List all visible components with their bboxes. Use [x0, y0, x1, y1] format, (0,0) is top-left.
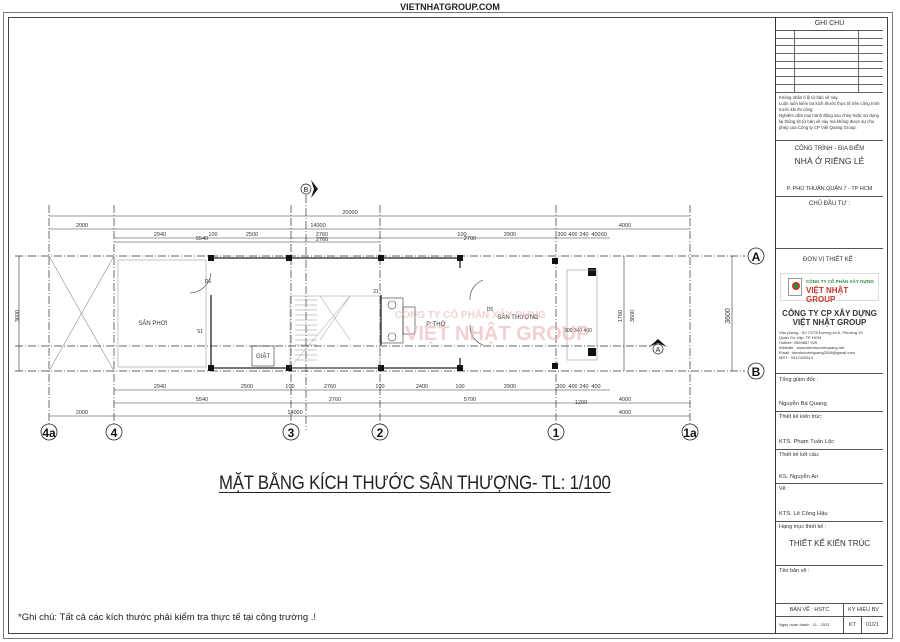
architect-section: Thiết kế kiến trúc: KTS. Phạm Tuấn Lộc [776, 412, 883, 450]
svg-text:2500: 2500 [246, 232, 258, 238]
svg-text:2700: 2700 [464, 236, 476, 242]
svg-text:400: 400 [568, 384, 577, 390]
room-p-tho: P. THỜ [426, 321, 446, 328]
completion-row: Ngày hoàn thành : 11 - 2023 KT 01/21 [776, 617, 883, 633]
svg-text:3: 3 [288, 426, 295, 440]
category-section: Hạng mục thiết kế : THIẾT KẾ KIẾN TRÚC [776, 522, 883, 566]
svg-text:240: 240 [579, 384, 588, 390]
svg-text:2000: 2000 [76, 223, 88, 229]
svg-text:4a: 4a [42, 426, 56, 440]
svg-text:2760: 2760 [329, 397, 341, 403]
inner-frame [8, 17, 888, 634]
project-section: CÔNG TRÌNH - ĐỊA ĐIỂM NHÀ Ở RIÊNG LẺ P. … [776, 141, 883, 197]
company-logo: CÔNG TY CỔ PHẦN XÂY DỰNG VIỆT NHẬT GROUP [780, 273, 879, 304]
svg-text:2400: 2400 [416, 384, 428, 390]
svg-text:21: 21 [373, 289, 379, 295]
svg-text:300: 300 [557, 232, 566, 238]
director-section: Tổng giám đốc : Nguyễn Bá Quang [776, 374, 883, 412]
sheet-name-section: Tên bản vẽ : [776, 566, 883, 604]
svg-text:100: 100 [455, 384, 464, 390]
svg-text:400: 400 [591, 384, 600, 390]
svg-text:2: 2 [377, 426, 384, 440]
svg-text:2500: 2500 [241, 384, 253, 390]
svg-text:CÔNG TY CỔ PHẦN XÂY DỰNG: CÔNG TY CỔ PHẦN XÂY DỰNG [395, 308, 546, 321]
svg-text:2760: 2760 [324, 384, 336, 390]
svg-text:2940: 2940 [154, 384, 166, 390]
svg-text:2760: 2760 [316, 232, 328, 238]
svg-text:60: 60 [601, 232, 607, 238]
svg-text:14000: 14000 [287, 410, 302, 416]
svg-text:3600: 3600 [630, 310, 636, 322]
svg-text:1: 1 [553, 426, 560, 440]
svg-text:2900: 2900 [504, 384, 516, 390]
svg-text:14000: 14000 [310, 223, 325, 229]
svg-text:100: 100 [457, 232, 466, 238]
room-giat: GIẶT [256, 353, 270, 360]
svg-text:2000: 2000 [76, 410, 88, 416]
investor-section: CHỦ ĐẦU TƯ : [776, 197, 883, 249]
svg-text:1760: 1760 [618, 310, 624, 322]
svg-text:B: B [752, 365, 761, 379]
svg-text:D5: D5 [487, 307, 494, 313]
svg-text:A: A [752, 250, 761, 264]
svg-text:5540: 5540 [196, 236, 208, 242]
svg-text:400: 400 [568, 232, 577, 238]
grid-lines [15, 195, 745, 430]
room-san-phoi: SÂN PHƠI [138, 320, 167, 327]
drawn-section: Vẽ : KTS. Lê Công Hậu [776, 484, 883, 522]
notes-header: GHI CHÚ [776, 17, 883, 31]
dim-overall: 20000 [342, 210, 357, 216]
svg-text:100: 100 [375, 384, 384, 390]
site-header: VIETNHATGROUP.COM [400, 2, 500, 12]
notes-grid [776, 31, 883, 93]
svg-text:VIỆT NHẬT GROUP: VIỆT NHẬT GROUP [405, 321, 589, 345]
svg-text:4000: 4000 [619, 223, 631, 229]
svg-text:S1: S1 [197, 329, 203, 335]
svg-text:300: 300 [556, 384, 565, 390]
svg-text:D6: D6 [205, 279, 212, 285]
svg-text:1a: 1a [683, 426, 697, 440]
outer-frame [3, 12, 893, 639]
svg-text:100: 100 [208, 232, 217, 238]
structure-section: Thiết kế kết cấu: KS. Nguyễn An [776, 450, 883, 484]
footnote: *Ghi chú: Tất cả các kích thước phải kiể… [18, 612, 317, 623]
sheet-type-row: BẢN VẼ : HSTC KÝ HIỆU BV [776, 604, 883, 617]
svg-text:B: B [304, 187, 309, 194]
svg-text:5700: 5700 [464, 397, 476, 403]
svg-text:400: 400 [591, 232, 600, 238]
svg-text:1200: 1200 [575, 400, 587, 406]
svg-text:300 340 400: 300 340 400 [564, 328, 592, 334]
svg-text:4000: 4000 [619, 397, 631, 403]
svg-text:5540: 5540 [196, 397, 208, 403]
svg-text:4: 4 [111, 426, 118, 440]
svg-text:2900: 2900 [504, 232, 516, 238]
svg-text:A: A [656, 347, 661, 354]
notes-text: Không nhân tỉ lệ từ bản vẽ này. Luôn luô… [776, 93, 883, 141]
drawing-title: MẶT BẰNG KÍCH THƯỚC SÂN THƯỢNG- TL: 1/10… [219, 473, 611, 494]
svg-text:2940: 2940 [154, 232, 166, 238]
room-san-thuong: SÂN THƯỢNG [497, 314, 538, 321]
svg-text:100: 100 [285, 384, 294, 390]
title-block: GHI CHÚ Không nhân tỉ lệ từ bản vẽ này. … [775, 17, 883, 634]
svg-text:2760: 2760 [316, 237, 328, 243]
designer-section: ĐƠN VỊ THIẾT KẾ : CÔNG TY CỔ PHẦN XÂY DỰ… [776, 249, 883, 374]
svg-text:3600: 3600 [15, 310, 21, 322]
svg-text:240: 240 [579, 232, 588, 238]
svg-text:3600: 3600 [725, 308, 732, 324]
svg-text:4000: 4000 [619, 410, 631, 416]
